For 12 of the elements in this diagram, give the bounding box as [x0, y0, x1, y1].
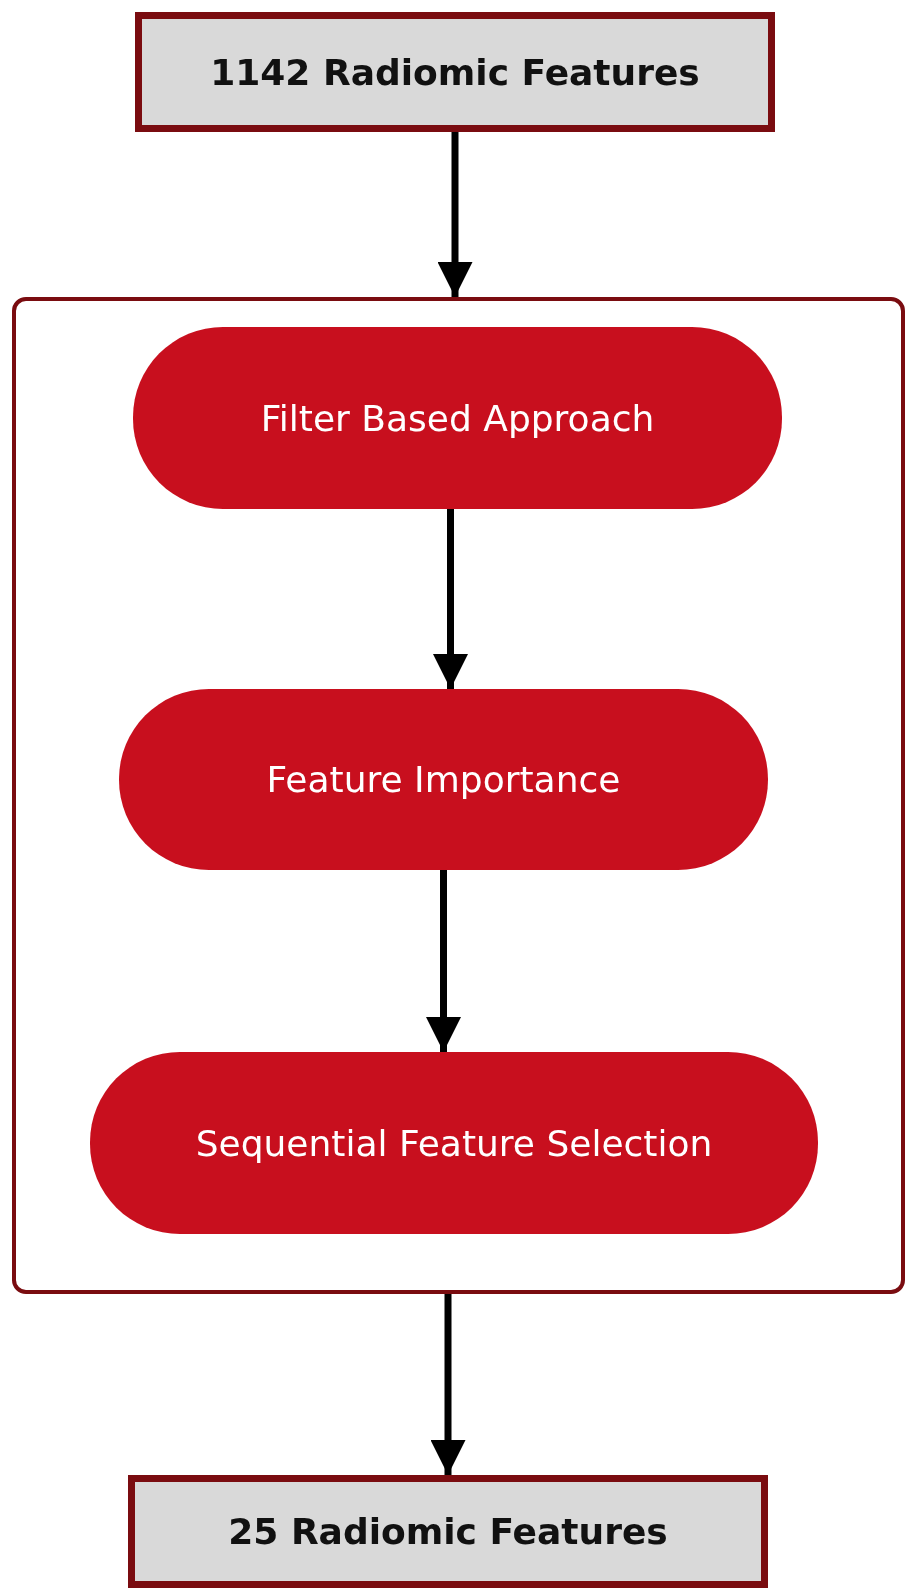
node-label: Feature Importance — [266, 759, 621, 800]
arrow — [433, 509, 468, 689]
node-label: Filter Based Approach — [260, 397, 655, 439]
group-frame — [12, 297, 905, 1294]
node-label: Sequential Feature Selection — [195, 1122, 713, 1164]
arrow — [430, 1294, 466, 1475]
feature-count-box — [135, 12, 775, 132]
node-label: 1142 Radiomic Features — [210, 51, 700, 93]
arrow — [437, 132, 473, 297]
node-label: 25 Radiomic Features — [228, 1511, 668, 1552]
arrow — [426, 870, 461, 1052]
feature-count-box — [128, 1475, 768, 1588]
